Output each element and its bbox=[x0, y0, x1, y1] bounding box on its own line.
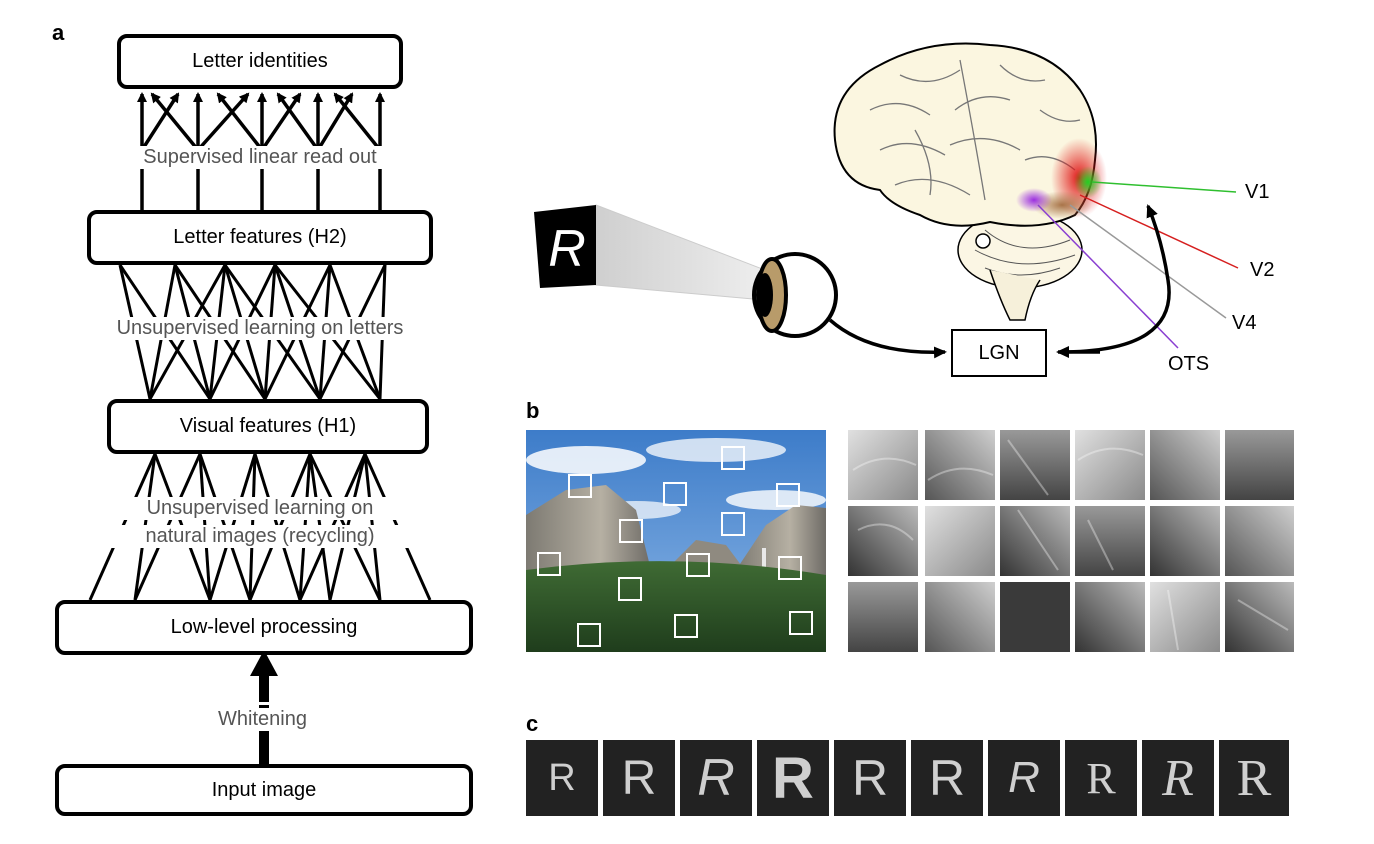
whitening-caption: Whitening bbox=[180, 708, 345, 731]
eye-to-lgn-arrow bbox=[828, 318, 947, 359]
patch-markers bbox=[537, 446, 813, 647]
stimulus-square bbox=[534, 205, 596, 288]
letter-variant-4: R bbox=[757, 740, 829, 816]
letter-variant-1: R bbox=[526, 740, 598, 816]
lgn-box: LGN bbox=[951, 329, 1047, 377]
landscape-photo bbox=[526, 430, 826, 652]
input-image-box: Input image bbox=[55, 764, 473, 816]
natural-caption-line2: natural images (recycling) bbox=[100, 525, 420, 548]
readout-arrow bbox=[140, 92, 180, 151]
readout-arrow bbox=[316, 92, 354, 151]
letter-variant-5: R bbox=[834, 740, 906, 816]
letter-variant-6: R bbox=[911, 740, 983, 816]
letter-variant-7: R bbox=[988, 740, 1060, 816]
whitening-arrow-head bbox=[250, 650, 278, 676]
v2-label: V2 bbox=[1250, 259, 1275, 281]
letter-variant-9: R bbox=[1142, 740, 1214, 816]
visual-features-box: Visual features (H1) bbox=[107, 399, 429, 454]
ots-area bbox=[1016, 188, 1052, 212]
readout-arrow bbox=[260, 92, 302, 151]
v4-pointer bbox=[1069, 204, 1227, 319]
stimulus-letter: R bbox=[548, 220, 586, 278]
low-level-processing-box: Low-level processing bbox=[55, 600, 473, 655]
readout-arrow bbox=[333, 92, 382, 152]
v1-label: V1 bbox=[1245, 181, 1270, 203]
lgn-cortex-arrow bbox=[1059, 204, 1171, 354]
v1-pointer bbox=[1091, 181, 1237, 193]
natural-caption-line1: Unsupervised learning on bbox=[100, 497, 420, 520]
panel-label-b: b bbox=[526, 398, 540, 423]
letter-features-box: Letter features (H2) bbox=[87, 210, 433, 265]
eye-icon bbox=[752, 252, 838, 338]
readout-caption: Supervised linear read out bbox=[100, 146, 420, 169]
letter-variant-10: R bbox=[1219, 740, 1289, 816]
v4-label: V4 bbox=[1232, 312, 1257, 334]
visual-cone bbox=[595, 204, 766, 301]
v2-pointer bbox=[1079, 194, 1239, 269]
letters-caption: Unsupervised learning on letters bbox=[90, 317, 430, 340]
readout-arrow bbox=[216, 92, 264, 152]
readout-arrow bbox=[196, 92, 250, 152]
cerebellum bbox=[957, 211, 1083, 321]
letter-variant-3: R bbox=[680, 740, 752, 816]
readout-arrow bbox=[276, 92, 320, 152]
letter-variant-8: R bbox=[1065, 740, 1137, 816]
ots-label: OTS bbox=[1168, 353, 1210, 375]
panel-label-a: a bbox=[52, 20, 65, 45]
ots-pointer bbox=[1037, 204, 1179, 349]
letter-variant-2: R bbox=[603, 740, 675, 816]
v1-area bbox=[1074, 166, 1102, 198]
brain-cortex bbox=[833, 42, 1097, 249]
panel-label-c: c bbox=[526, 711, 539, 736]
readout-arrow bbox=[150, 92, 200, 152]
image-patches-grid bbox=[848, 430, 1294, 652]
letter-identities-box: Letter identities bbox=[117, 34, 403, 89]
